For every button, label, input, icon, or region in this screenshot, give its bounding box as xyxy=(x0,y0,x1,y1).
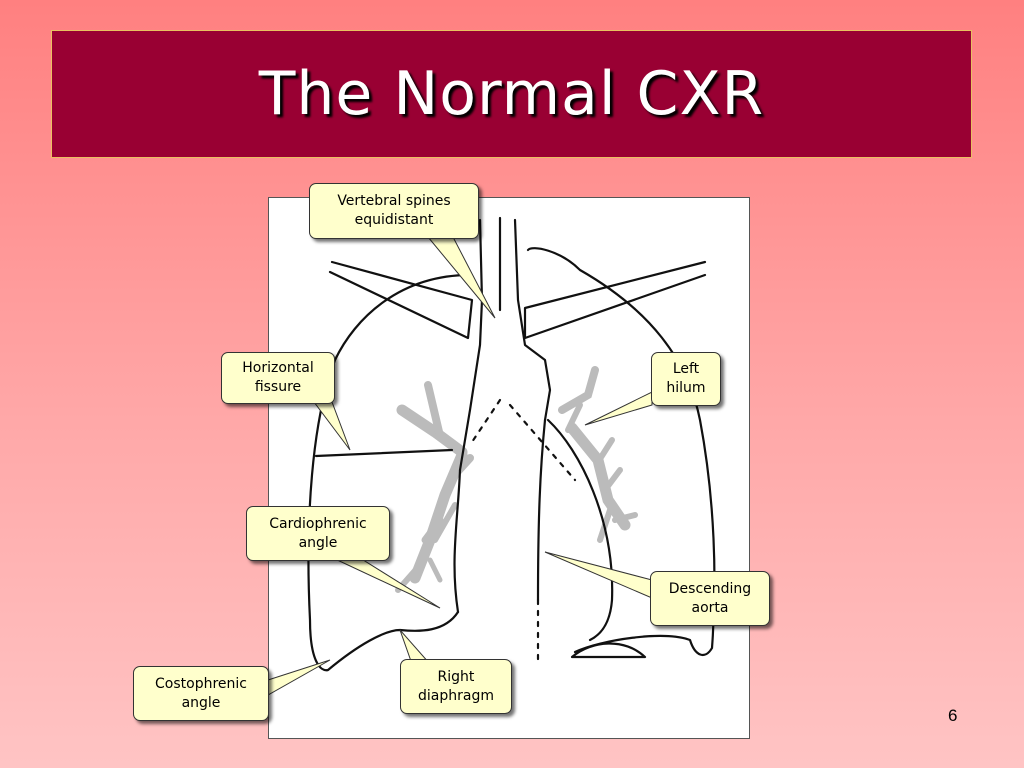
chest-outline xyxy=(307,216,716,672)
left-hilum-pointer xyxy=(584,391,653,426)
descending-pointer xyxy=(544,551,653,599)
trachea-left-wall xyxy=(513,218,552,422)
left-heart-border xyxy=(546,418,614,642)
horizontal-pointer xyxy=(313,401,351,451)
vertebral-spines-callout: Vertebral spines equidistant xyxy=(309,183,479,239)
descending-aorta-callout: Descending aorta xyxy=(650,571,770,626)
callout-pointers xyxy=(267,236,653,696)
costophrenic-pointer xyxy=(267,659,331,696)
right-lung-outline xyxy=(307,273,472,672)
horizontal-fissure-callout: Horizontal fissure xyxy=(221,352,335,404)
aortic-line xyxy=(536,418,547,602)
left-hilum-callout: Left hilum xyxy=(651,352,721,406)
heart-right-border xyxy=(453,468,462,614)
left-diaphragm-dome xyxy=(570,642,647,659)
left-lung-outline xyxy=(526,247,716,657)
left-clavicle xyxy=(523,260,707,340)
right-hilum-vessels xyxy=(395,381,474,593)
right-clavicle xyxy=(328,260,474,340)
pulmonary-vessels xyxy=(395,366,638,593)
horizontal-fissure-line xyxy=(314,448,454,458)
left-hilum-vessels xyxy=(558,366,638,543)
slide-number: 6 xyxy=(948,706,958,725)
carina-dashes xyxy=(468,398,577,667)
right-diaphragm-callout: Right diaphragm xyxy=(400,659,512,714)
slide-title: The Normal CXR xyxy=(258,59,765,129)
title-bar: The Normal CXR xyxy=(51,30,972,158)
cardiophrenic-angle-callout: Cardiophrenic angle xyxy=(246,506,390,561)
trachea-right-wall xyxy=(458,218,484,472)
costophrenic-angle-callout: Costophrenic angle xyxy=(133,666,269,721)
